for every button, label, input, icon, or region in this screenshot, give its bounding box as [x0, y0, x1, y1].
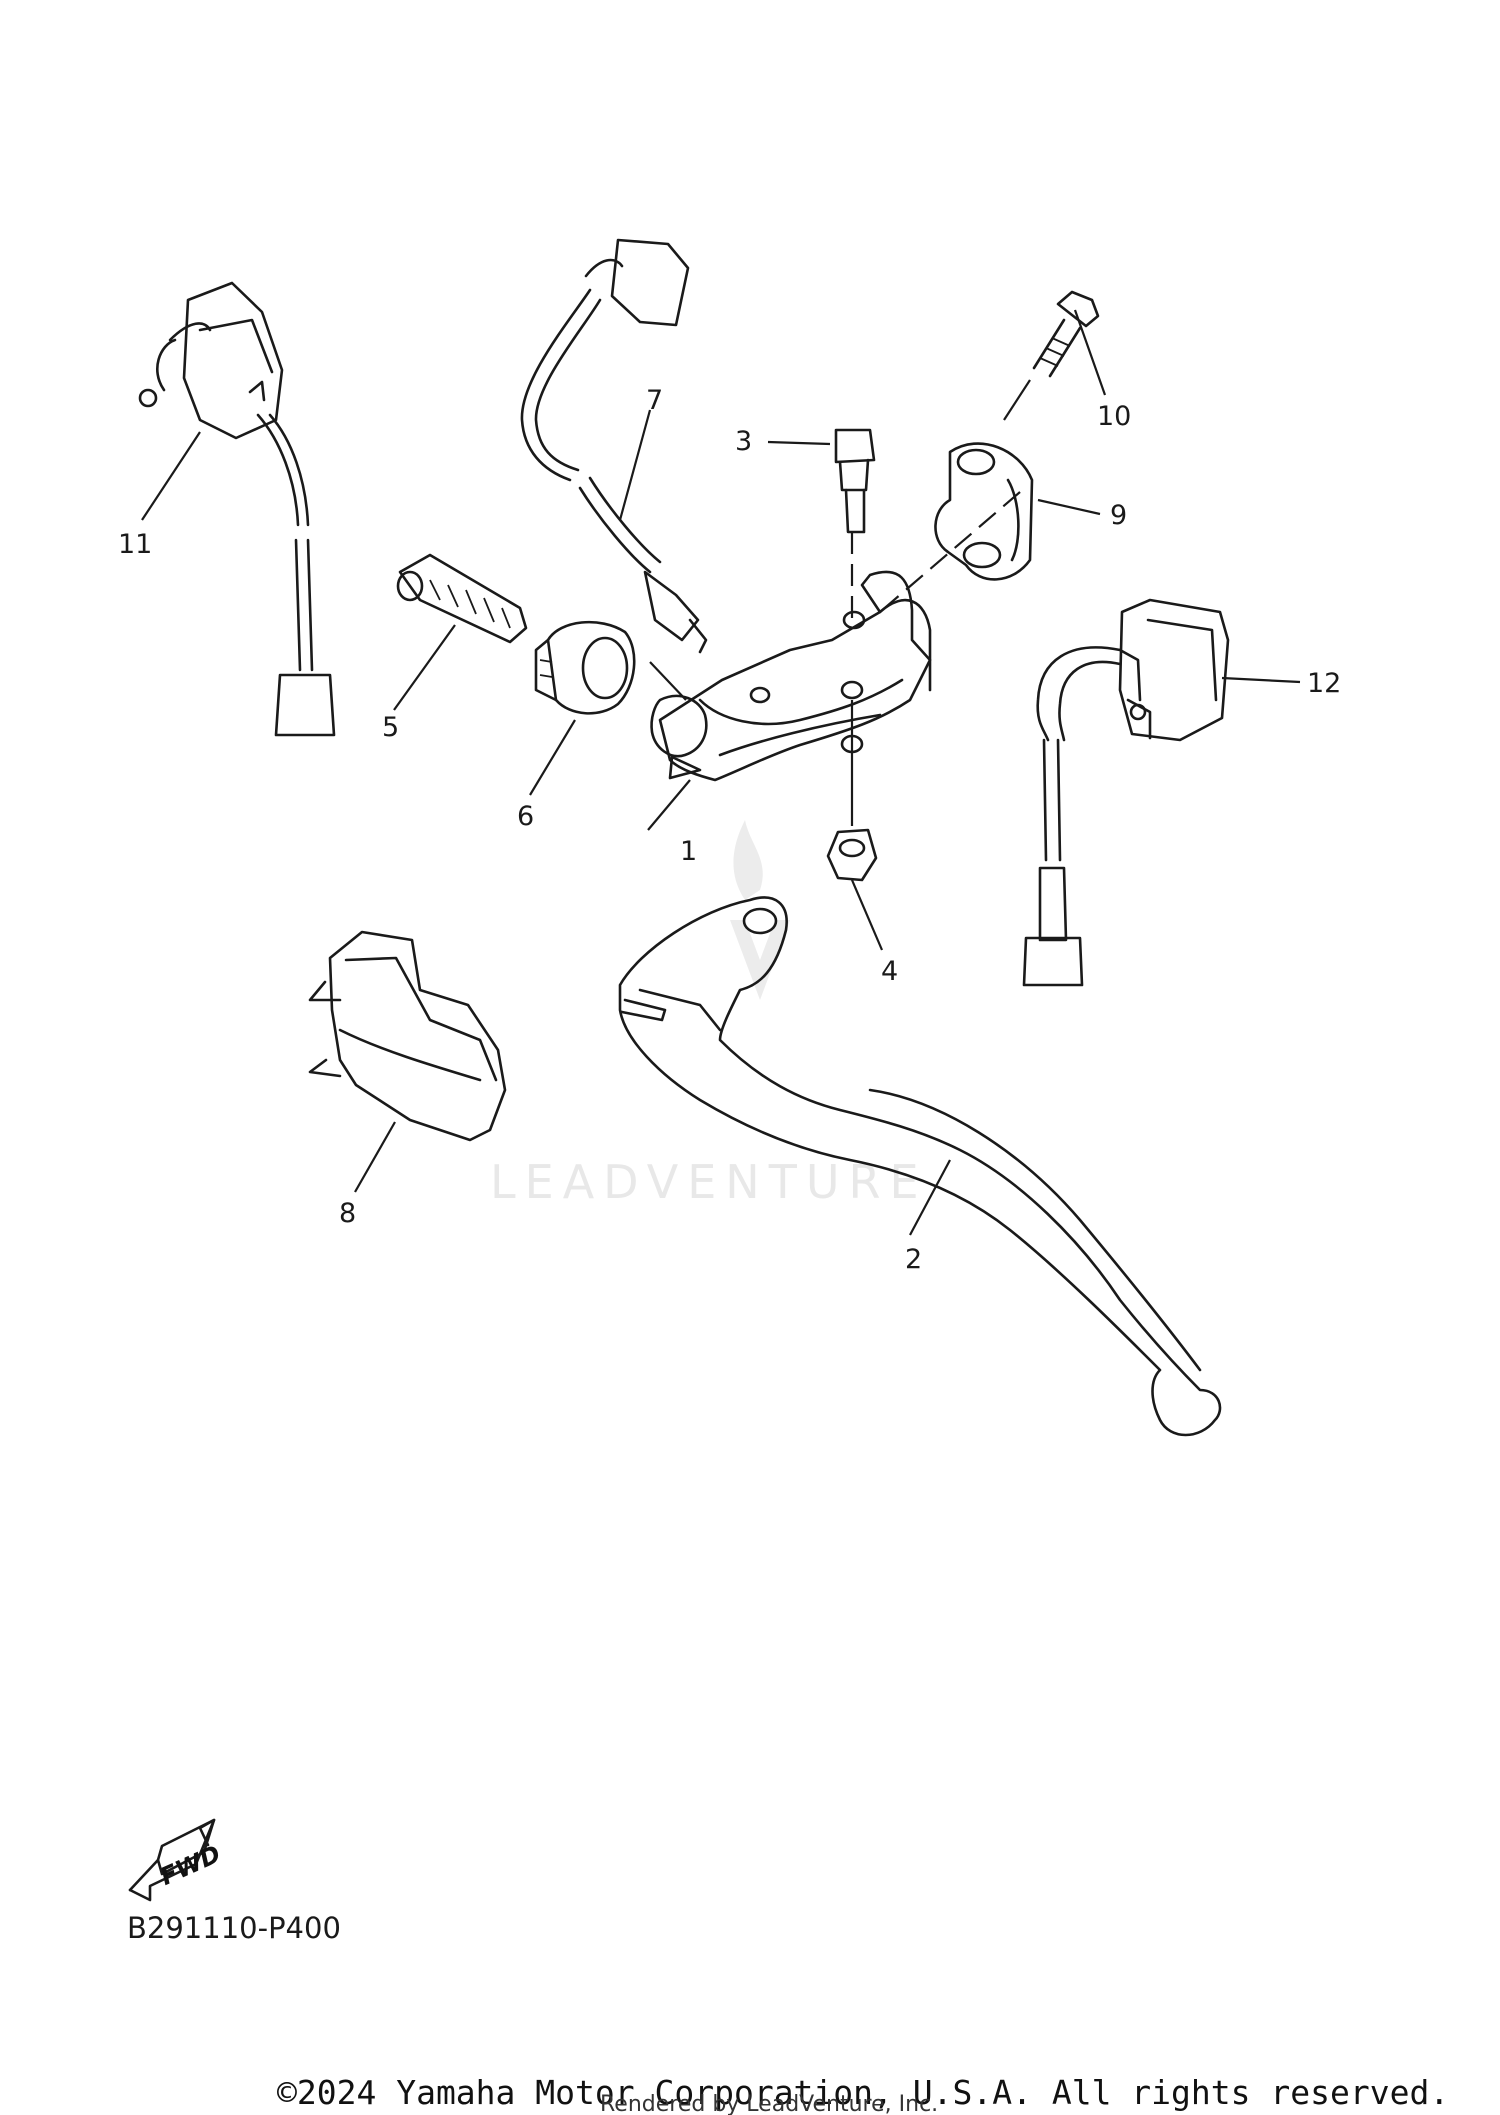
- part-10-bolt[interactable]: [1032, 290, 1100, 378]
- callout-8[interactable]: 8: [339, 1198, 356, 1229]
- callout-10[interactable]: 10: [1097, 401, 1131, 432]
- part-2-clutch-lever[interactable]: [618, 896, 1222, 1437]
- copyright-text: ©2024 Yamaha Motor Corporation, U.S.A. A…: [277, 2073, 1449, 2112]
- diagram-code: B291110-P400: [127, 1911, 341, 1945]
- callout-2[interactable]: 2: [905, 1244, 922, 1275]
- rendered-by-text: Rendered by LeadVenture, Inc.: [600, 2092, 938, 2115]
- part-3-bolt[interactable]: [834, 428, 876, 534]
- callout-1[interactable]: 1: [680, 836, 697, 867]
- fwd-badge: FWD: [156, 1840, 225, 1891]
- callout-7[interactable]: 7: [646, 385, 663, 416]
- part-1-lever-holder[interactable]: [650, 570, 932, 782]
- fwd-arrow-icon: FWD: [128, 1818, 225, 1902]
- callout-12[interactable]: 12: [1307, 668, 1341, 699]
- part-6-collar[interactable]: [534, 620, 636, 715]
- part-9-clamp[interactable]: [934, 442, 1034, 581]
- part-7-cable-switch[interactable]: [520, 238, 708, 654]
- callout-labels: 1 2 3 4 5 6 7 8 9 10 11 12: [118, 385, 1341, 1275]
- callout-5[interactable]: 5: [382, 712, 399, 743]
- callout-9[interactable]: 9: [1110, 500, 1127, 531]
- part-8-lever-cover[interactable]: [308, 930, 507, 1142]
- watermark-text: LEADVENTURE: [490, 1155, 928, 1209]
- part-12-right-switch[interactable]: [1022, 598, 1230, 987]
- callout-6[interactable]: 6: [517, 801, 534, 832]
- part-4-nut[interactable]: [826, 828, 878, 882]
- callout-leaders: [141, 309, 1301, 1236]
- watermark-logo-icon: [730, 820, 790, 1000]
- assembly-lines: [649, 379, 1031, 826]
- part-5-adjuster[interactable]: [396, 553, 528, 644]
- callout-4[interactable]: 4: [881, 956, 898, 987]
- callout-11[interactable]: 11: [118, 529, 152, 560]
- part-11-left-switch[interactable]: [138, 281, 336, 737]
- callout-3[interactable]: 3: [735, 426, 752, 457]
